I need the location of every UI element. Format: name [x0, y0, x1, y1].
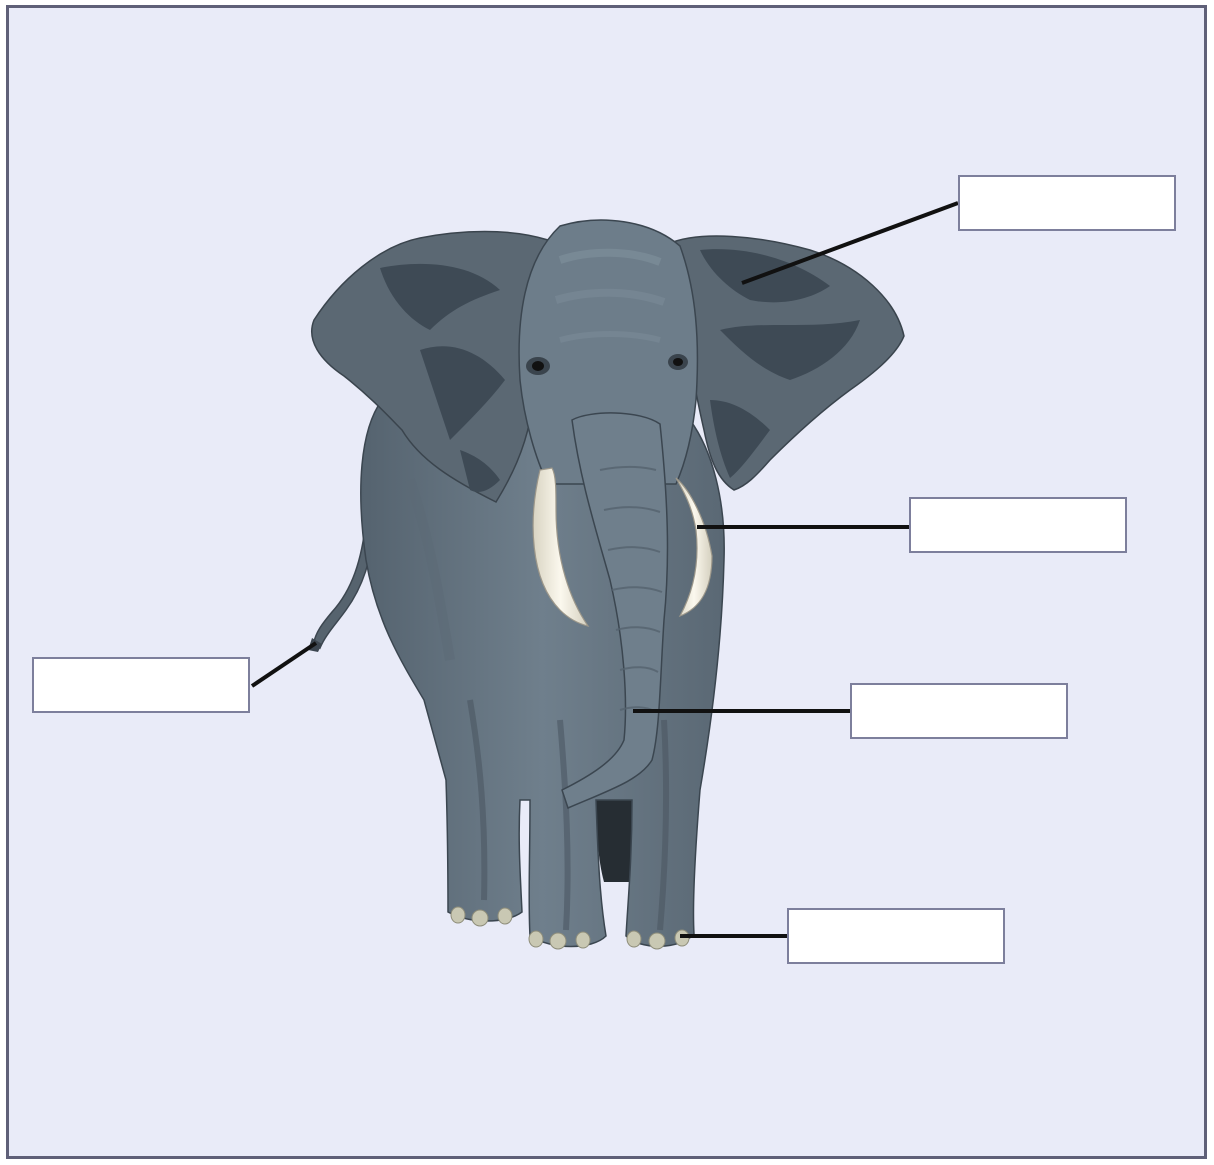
label-box-trunk[interactable] — [850, 683, 1068, 739]
leader-lines — [250, 201, 959, 938]
label-box-tusk[interactable] — [909, 497, 1127, 553]
label-box-foot[interactable] — [787, 908, 1005, 964]
leader-line-ear — [741, 201, 959, 285]
elephant-eyes — [526, 354, 688, 375]
elephant-left-tusk — [532, 467, 590, 627]
elephant-head — [518, 219, 699, 485]
label-box-ear[interactable] — [958, 175, 1176, 231]
elephant-right-tusk — [675, 477, 713, 618]
leader-line-tail — [250, 641, 318, 688]
toenails — [450, 906, 690, 950]
label-box-tail[interactable] — [32, 657, 250, 713]
